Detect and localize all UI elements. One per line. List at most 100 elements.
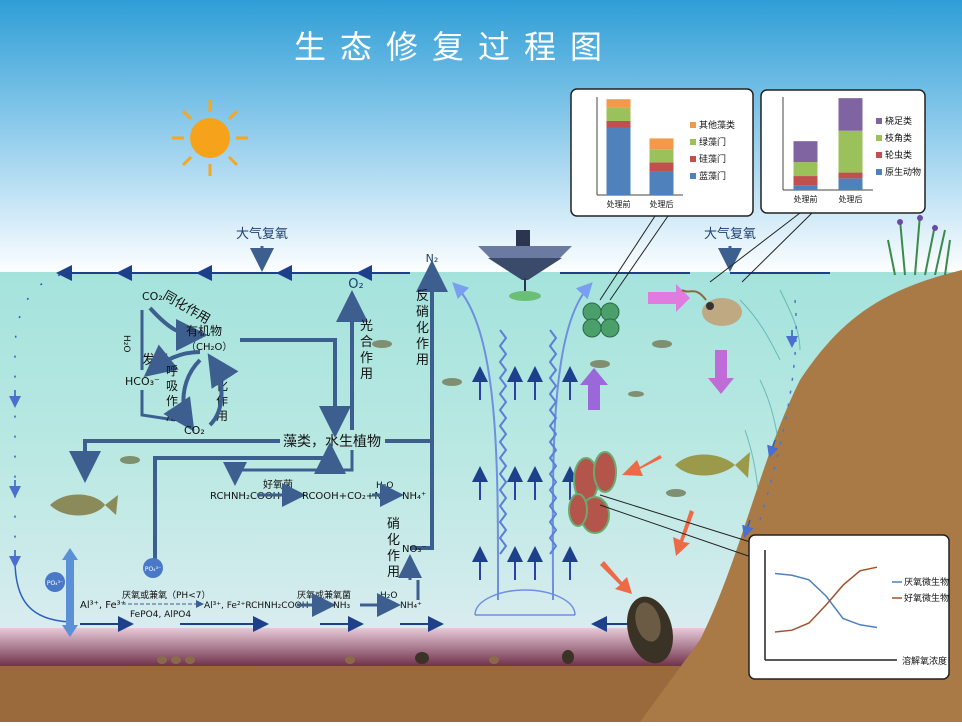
bar-segment	[838, 178, 863, 190]
bar-segment	[606, 127, 631, 195]
series-line	[774, 566, 878, 633]
upwelling-column	[498, 329, 558, 555]
pink-arrow-right	[648, 284, 690, 312]
legend-swatch	[876, 118, 882, 124]
legend-label: 桡足类	[885, 115, 912, 127]
small-fish-icon	[666, 489, 686, 497]
small-fish-icon	[628, 391, 644, 397]
fish-icon-2	[675, 452, 750, 478]
nh3-label: NH₃	[333, 601, 351, 611]
bar-segment	[793, 176, 818, 186]
x-tick-label: 处理后	[839, 194, 863, 204]
reaeration-label-left: 大气复氧	[236, 226, 288, 242]
bar-segment	[793, 141, 818, 163]
algae-plants-label: 藻类，水生植物	[283, 434, 381, 450]
phosphate-bubble-b: PO₄³⁻	[143, 558, 163, 578]
anaerobic-bacteria-label: 厌氧或兼氧菌	[297, 589, 351, 601]
legend-label: 其他藻类	[699, 119, 735, 131]
svg-text:PO₄³⁻: PO₄³⁻	[145, 566, 161, 573]
hco3-label: HCO₃⁻	[125, 375, 160, 388]
no3-label: NO₃⁻	[402, 544, 427, 555]
legend-label: 枝角类	[885, 132, 912, 144]
snails	[157, 650, 574, 664]
h2o-label-2: H₂O	[380, 591, 397, 601]
small-fish-icon	[442, 378, 462, 386]
carbon-cycle: CO₂ 同化作用 有机物 （CH₂O） 发酵 HCO₃⁻ H₂O 呼吸作用 异化…	[121, 288, 239, 437]
h2o-label-1: H₂O	[376, 481, 393, 491]
denitrification-label: 反硝化作用	[416, 289, 429, 368]
small-fish-icon	[120, 456, 140, 464]
h2o-label: H₂O	[121, 335, 131, 352]
x-axis-label: 溶解氧浓度	[902, 655, 947, 667]
bar-segment	[838, 130, 863, 173]
reaeration-label-right: 大气复氧	[704, 226, 756, 242]
purple-arrow-down	[708, 350, 734, 394]
bar-segment	[606, 107, 631, 121]
algae-cluster-icon	[582, 302, 620, 338]
legend-swatch	[690, 173, 696, 179]
small-fish-icon	[590, 360, 610, 368]
nitrification-label: 硝化作用	[387, 517, 400, 580]
x-tick-label: 处理后	[650, 199, 674, 209]
legend-swatch	[690, 156, 696, 162]
reeds	[887, 214, 951, 276]
metal-amino-label: Al³⁺, Fe²⁺RCHNH₂COOH	[204, 601, 309, 611]
legend-label: 蓝藻门	[699, 170, 726, 182]
anaerobic-condition-label: 厌氧或兼氧（PH<7）	[122, 589, 210, 601]
bar-segment	[838, 98, 863, 131]
oxygen-chart-panel	[748, 534, 950, 680]
legend-swatch	[876, 152, 882, 158]
zooplankton-chart: 处理前处理后桡足类枝角类轮虫类原生动物	[782, 97, 921, 204]
bar-segment	[606, 120, 631, 128]
bar-segment	[649, 162, 674, 172]
nh4-label-2: NH₄⁺	[400, 601, 422, 611]
zooplankton-icon	[681, 289, 742, 326]
submerged-plants	[739, 289, 801, 491]
small-fish-icon	[652, 340, 672, 348]
bar-segment	[793, 185, 818, 190]
rchnh2cooh-label: RCHNH₂COOH	[210, 491, 280, 502]
mussel-icon	[626, 596, 674, 664]
bar-segment	[649, 149, 674, 163]
legend-swatch	[876, 135, 882, 141]
denitrification-arrow	[410, 260, 448, 550]
nitrogen-label: N₂	[426, 252, 439, 265]
bar-segment	[606, 99, 631, 108]
small-fish-icon	[372, 340, 392, 348]
legend-label: 原生动物	[885, 166, 921, 178]
nh4-label-1: NH₄⁺	[402, 491, 426, 502]
fish-icon	[50, 494, 118, 516]
precipitates-label: FePO4, AlPO4	[130, 610, 191, 620]
orange-arrows	[600, 455, 694, 594]
sun-icon	[172, 100, 248, 176]
bar-segment	[793, 162, 818, 177]
oxygen-label: O₂	[348, 277, 363, 292]
legend-label: 轮虫类	[885, 149, 912, 161]
co2-bottom: CO₂	[184, 424, 205, 437]
products-label: RCOOH+CO₂+NH₃	[302, 491, 393, 502]
legend-swatch	[876, 169, 882, 175]
legend-label: 硅藻门	[699, 153, 726, 165]
series-line	[774, 572, 878, 629]
aerobic-bacteria-label: 好氧菌	[263, 478, 293, 491]
legend-label: 好氧微生物	[904, 592, 949, 604]
bar-segment	[838, 172, 863, 179]
ch2o-label: （CH₂O）	[186, 341, 232, 353]
organic-matter: 有机物	[186, 324, 222, 338]
phosphate-bubble-a: PO₄³⁻	[45, 572, 65, 592]
svg-text:PO₄³⁻: PO₄³⁻	[47, 580, 63, 587]
aerator-device	[478, 230, 572, 301]
legend-label: 厌氧微生物	[904, 576, 949, 588]
legend-swatch	[690, 139, 696, 145]
page-title: 生态修复过程图	[294, 28, 616, 66]
respiration-label: 呼吸作用	[166, 364, 178, 423]
bar-segment	[649, 171, 674, 195]
legend-swatch	[690, 122, 696, 128]
x-tick-label: 处理前	[607, 199, 631, 209]
photosynthesis-label: 光合作用	[360, 319, 373, 382]
legend-label: 绿藻门	[699, 136, 726, 148]
